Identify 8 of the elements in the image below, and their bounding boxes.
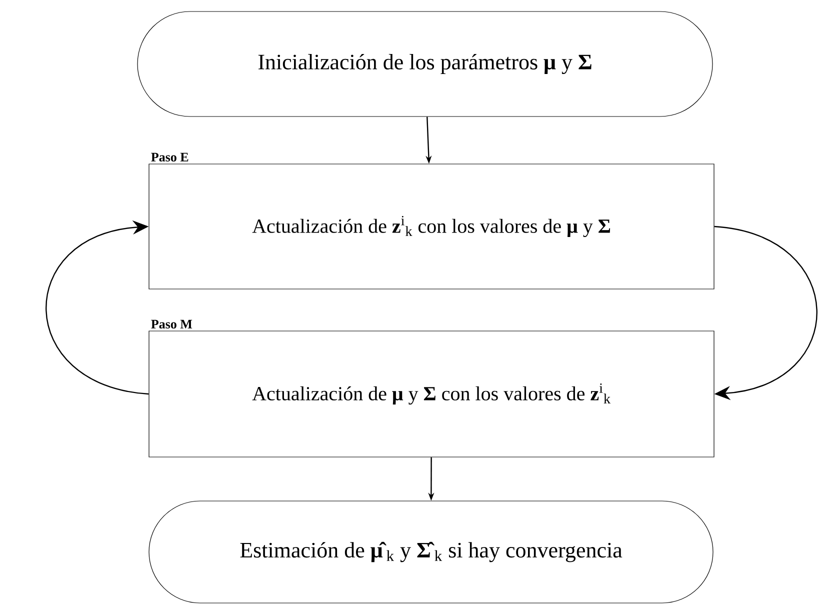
step-heading: Paso E bbox=[151, 152, 188, 162]
terminal-box: Estimación de μ̂$_{k}$ y Σ̂$_{k}$ si hay convergencia bbox=[148, 500, 714, 604]
arrow bbox=[714, 226, 818, 400]
process-box: Actualización de z$^{i}$$_{k}$ con los valores de μ y Σ bbox=[148, 164, 714, 290]
process-box: Actualización de μ y Σ con los valores de z$^{i}$k bbox=[148, 330, 714, 458]
arrow bbox=[46, 220, 149, 395]
step-heading: Paso M bbox=[151, 320, 192, 328]
terminal-box: Inicialización de los parámetros μ y Σ bbox=[137, 11, 713, 117]
